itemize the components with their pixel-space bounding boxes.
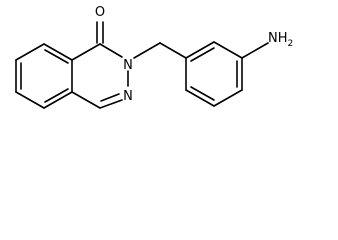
bond-r3-nh2 [241, 42, 269, 59]
bond-c7-c8 [43, 43, 73, 61]
bond-c4-c4a [71, 91, 101, 109]
carbonyl-group [96, 21, 104, 44]
bond-c8a-c4a [43, 91, 73, 109]
diazine-ring [71, 43, 129, 109]
bond-r4-r5 [213, 89, 243, 107]
bond-n3-c4 [99, 99, 123, 109]
benzo-ring [15, 43, 73, 109]
bond-r5-r6-inner [190, 86, 215, 101]
amine-subscript: 2 [288, 39, 294, 49]
bond-r1-r2-inner [190, 47, 215, 62]
bond-ch2-c1prime [159, 42, 187, 59]
bond-n2-ch2 [133, 42, 161, 59]
bond-c1-n2 [99, 43, 123, 58]
molecule-structure-diagram: O N N NH2 [15, 5, 293, 109]
amine-nh-label: NH [268, 31, 288, 46]
bond-c8a-c4a-inner [44, 88, 69, 103]
bond-c6-c7 [15, 43, 45, 61]
aminophenyl-ring [185, 41, 243, 107]
bond-c4a-c5 [15, 91, 45, 109]
methylene-linker [133, 42, 187, 59]
nitrogen-3-label: N [123, 89, 133, 104]
oxygen-label: O [95, 5, 105, 20]
bond-r1-r2 [185, 41, 215, 59]
bond-r2-r3 [213, 41, 243, 59]
bond-c8-c1 [71, 43, 101, 61]
bond-r5-r6 [185, 89, 215, 107]
amine-label: NH2 [268, 31, 293, 49]
nitrogen-2-label: N [123, 58, 133, 73]
bond-c7-c8-inner [44, 49, 69, 64]
bond-n3-c4-inner [100, 93, 120, 102]
